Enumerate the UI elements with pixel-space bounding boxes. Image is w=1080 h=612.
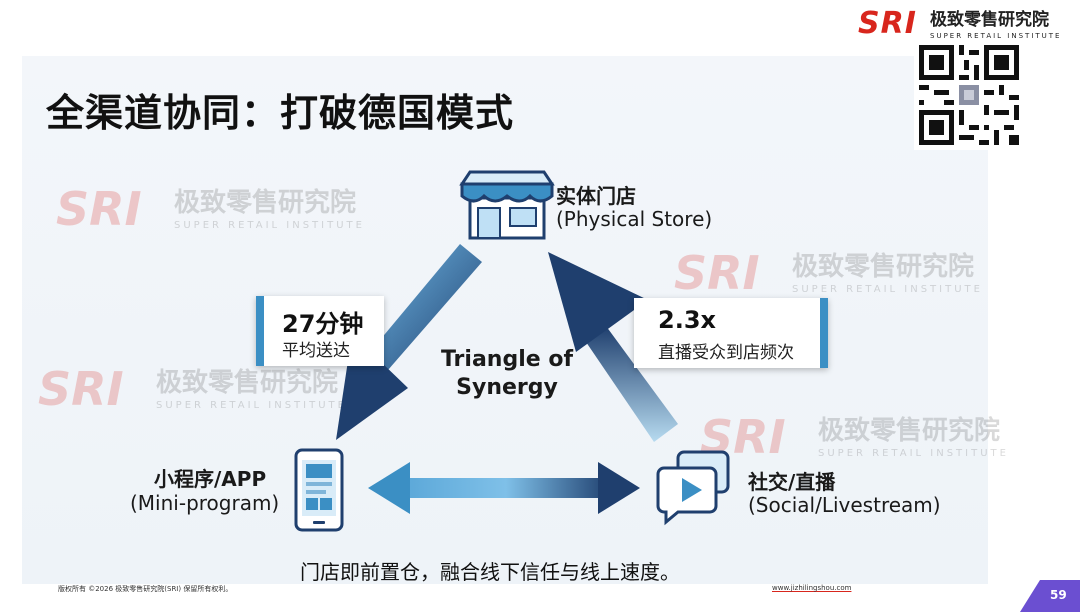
- chat-play-icon: [656, 450, 730, 526]
- slide-title: 全渠道协同：打破德国模式: [46, 91, 515, 135]
- qr-code: [914, 40, 1024, 150]
- center-line-2: Synergy: [456, 375, 558, 400]
- arrow-app-social: [368, 462, 640, 514]
- store-label-en: (Physical Store): [556, 207, 713, 231]
- smartphone-icon: [294, 448, 344, 532]
- page-number-badge: 59: [1020, 580, 1080, 612]
- delivery-value: 27分钟: [282, 310, 364, 338]
- center-line-1: Triangle of: [440, 347, 574, 372]
- page-number: 59: [1050, 588, 1067, 602]
- caption: 门店即前置仓，融合线下信任与线上速度。: [300, 560, 680, 584]
- social-label-en: (Social/Livestream): [748, 493, 941, 517]
- app-label: 小程序/APP: [154, 467, 267, 491]
- store-label: 实体门店: [556, 184, 636, 208]
- frequency-label: 直播受众到店频次: [658, 343, 794, 363]
- delivery-label: 平均送达: [282, 341, 350, 361]
- frequency-value: 2.3x: [658, 306, 716, 334]
- website-link[interactable]: www.jizhilingshou.com: [772, 584, 852, 592]
- brand-logo: SRI: [858, 6, 917, 41]
- storefront-icon: [459, 170, 555, 240]
- copyright: 版权所有 ©2026 极致零售研究院(SRI) 保留所有权利。: [58, 585, 233, 593]
- synergy-center-label: Triangle of Synergy: [432, 346, 582, 402]
- brand-name-en: SUPER RETAIL INSTITUTE: [930, 32, 1062, 40]
- brand-name: 极致零售研究院: [930, 10, 1049, 30]
- social-label: 社交/直播: [748, 470, 836, 494]
- arrow-social-to-store: [548, 252, 678, 442]
- brand-header: SRI 极致零售研究院 SUPER RETAIL INSTITUTE: [858, 6, 1059, 44]
- app-label-en: (Mini-program): [130, 491, 280, 515]
- delivery-callout: 27分钟 平均送达: [256, 296, 384, 366]
- page-badge-shape: [1020, 580, 1080, 612]
- frequency-callout: 2.3x 直播受众到店频次: [634, 298, 828, 368]
